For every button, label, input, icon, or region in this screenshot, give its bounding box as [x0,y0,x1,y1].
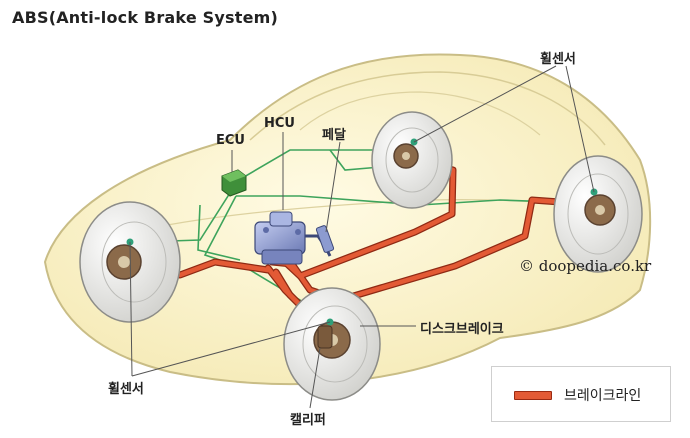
hcu-label: HCU [264,116,295,131]
legend-box: 브레이크라인 [491,366,671,422]
ecu-label: ECU [216,133,245,148]
disc-brake-label: 디스크브레이크 [420,322,504,337]
brake-pedal [305,225,335,257]
legend-swatch-brake-line [514,391,552,400]
caliper-label: 캘리퍼 [290,413,326,428]
wheel-sensor-label-bottom: 휠센서 [108,382,144,397]
pedal-label: 페달 [322,128,346,143]
caliper-shape [317,325,333,349]
wheel-rear-left [371,111,453,209]
leader-lines [129,65,595,409]
legend-label: 브레이크라인 [564,388,642,404]
wheel-sensor-label-top: 휠센서 [540,52,576,67]
page-title: ABS(Anti-lock Brake System) [12,8,279,27]
copyright-credit: © doopedia.co.kr [519,257,652,275]
wheel-rear-right [553,155,643,273]
ecu-unit [221,169,247,197]
hcu-unit [254,211,306,265]
wheel-front-right [283,287,381,401]
